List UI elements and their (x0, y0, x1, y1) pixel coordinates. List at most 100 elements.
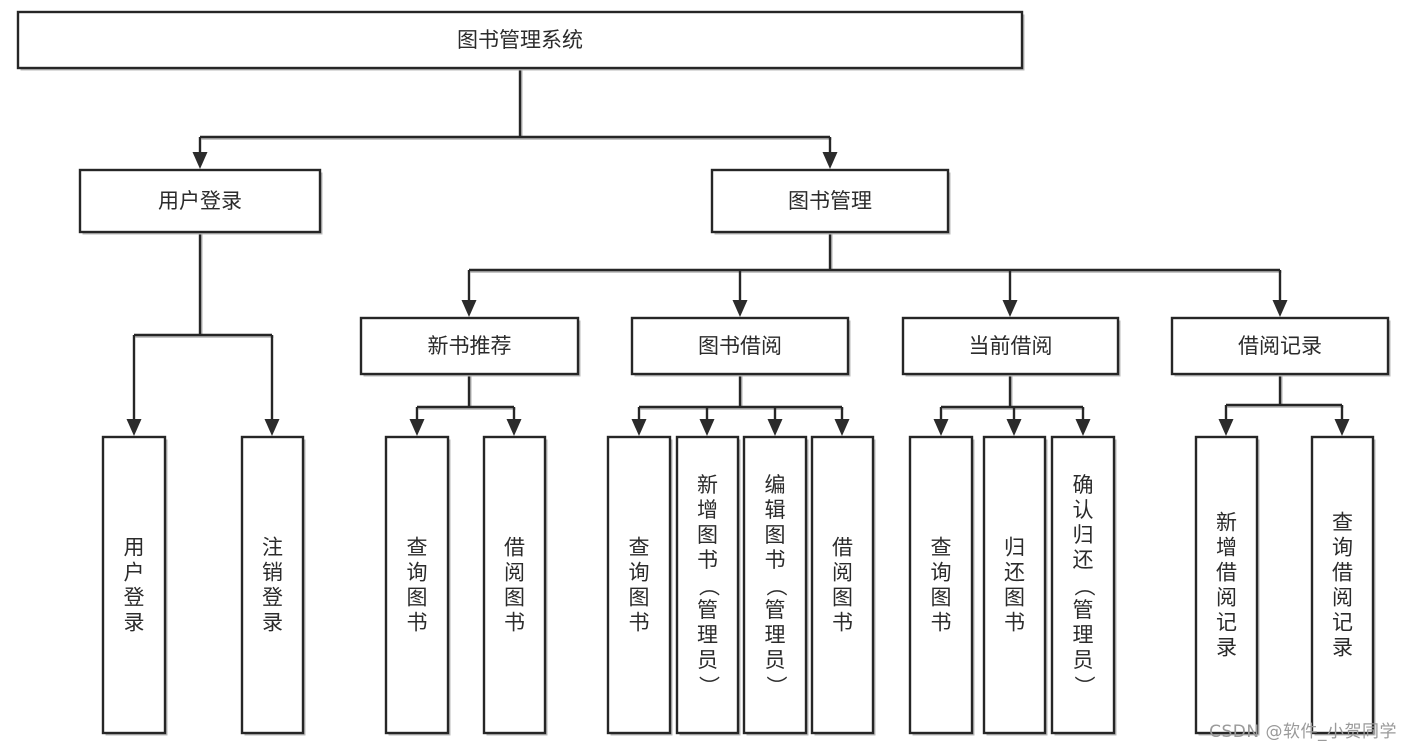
node-borrow-record[interactable]: 借阅记录 (1170, 316, 1391, 377)
node-label-char: 查 (931, 536, 952, 560)
node-rect[interactable] (1310, 435, 1375, 735)
node-rect[interactable] (630, 316, 850, 376)
node-root[interactable]: 图书管理系统 (16, 10, 1025, 71)
node-label-char: 理 (697, 623, 718, 647)
node-rect[interactable] (384, 435, 450, 735)
arrow-head-icon (192, 152, 208, 169)
node-rect[interactable] (101, 435, 167, 735)
node-label: 借阅记录 (1238, 334, 1322, 358)
node-label-char: 录 (124, 611, 145, 635)
node-label-char: 认 (1073, 498, 1094, 522)
connector-group-user-login-to-leaves (126, 232, 280, 436)
node-label: 图书管理系统 (457, 28, 583, 52)
node-label-char: （ (1072, 576, 1096, 597)
node-rect[interactable] (606, 435, 672, 735)
node-label-char: 管 (697, 598, 718, 622)
node-rect[interactable] (359, 316, 580, 376)
node-rect[interactable] (908, 435, 974, 735)
node-rect[interactable] (742, 435, 808, 735)
arrow-head-icon (409, 419, 425, 436)
arrow-head-icon (767, 419, 783, 436)
node-new-book-rec[interactable]: 新书推荐 (359, 316, 581, 377)
node-label-char: 阅 (832, 561, 853, 585)
node-leaf-user-login[interactable]: 用户登录 (101, 435, 168, 736)
node-label-char: ） (697, 676, 721, 697)
node-rect[interactable] (1170, 316, 1390, 376)
node-label-char: 录 (1216, 636, 1237, 660)
connector-group-book-manage-to-level3 (461, 232, 1288, 317)
node-label: 图书管理 (788, 189, 872, 213)
node-label: 用户登录 (158, 189, 242, 213)
node-label-char: 管 (765, 598, 786, 622)
node-label-char: 登 (262, 586, 283, 610)
node-label-char: 查 (407, 536, 428, 560)
node-label-char: 辑 (765, 498, 786, 522)
node-label-char: 理 (765, 623, 786, 647)
node-label-char: 增 (1216, 536, 1237, 560)
arrow-head-icon (1334, 419, 1350, 436)
connector-layer (126, 68, 1350, 436)
node-label: 图书借阅 (698, 334, 782, 358)
node-rect[interactable] (810, 435, 875, 735)
node-current-borrow[interactable]: 当前借阅 (901, 316, 1121, 377)
node-label-char: 查 (1332, 511, 1353, 535)
node-book-borrow[interactable]: 图书借阅 (630, 316, 851, 377)
node-rect[interactable] (78, 168, 322, 234)
node-label-char: 书 (1004, 611, 1025, 635)
node-rect[interactable] (482, 435, 547, 735)
node-label-char: 还 (1004, 561, 1025, 585)
node-label-char: 图 (504, 586, 525, 610)
node-rect[interactable] (710, 168, 950, 234)
node-user-login[interactable]: 用户登录 (78, 168, 323, 235)
node-rect[interactable] (982, 435, 1047, 735)
node-label-char: 员 (765, 648, 786, 672)
node-label-char: 查 (629, 536, 650, 560)
node-label-char: 图 (931, 586, 952, 610)
node-label-char: （ (697, 576, 721, 597)
node-label-char: 书 (697, 548, 718, 572)
node-label-char: 记 (1332, 611, 1353, 635)
arrow-head-icon (1006, 419, 1022, 436)
node-label-char: 员 (1073, 648, 1094, 672)
node-rect[interactable] (675, 435, 740, 735)
node-rect[interactable] (901, 316, 1120, 376)
node-label: 当前借阅 (969, 334, 1053, 358)
node-label-char: 增 (697, 498, 718, 522)
arrow-head-icon (732, 300, 748, 317)
node-label-char: 销 (262, 561, 283, 585)
node-label-char: 书 (407, 611, 428, 635)
node-rect[interactable] (16, 10, 1024, 70)
node-label-char: 用 (124, 536, 145, 560)
node-label-char: 归 (1073, 523, 1094, 547)
node-label-char: 借 (504, 536, 525, 560)
arrow-head-icon (1002, 300, 1018, 317)
node-label-char: 询 (629, 561, 650, 585)
node-label-char: 图 (765, 523, 786, 547)
node-label-char: 阅 (1332, 586, 1353, 610)
node-label-char: 录 (262, 611, 283, 635)
node-rect[interactable] (1194, 435, 1259, 735)
arrow-head-icon (834, 419, 850, 436)
node-label-char: 确 (1073, 473, 1094, 497)
node-label-char: 书 (504, 611, 525, 635)
node-rect[interactable] (1050, 435, 1116, 735)
node-label-char: 归 (1004, 536, 1025, 560)
node-book-manage[interactable]: 图书管理 (710, 168, 951, 235)
node-label-char: 借 (832, 536, 853, 560)
node-rect[interactable] (240, 435, 305, 735)
arrow-head-icon (1218, 419, 1234, 436)
